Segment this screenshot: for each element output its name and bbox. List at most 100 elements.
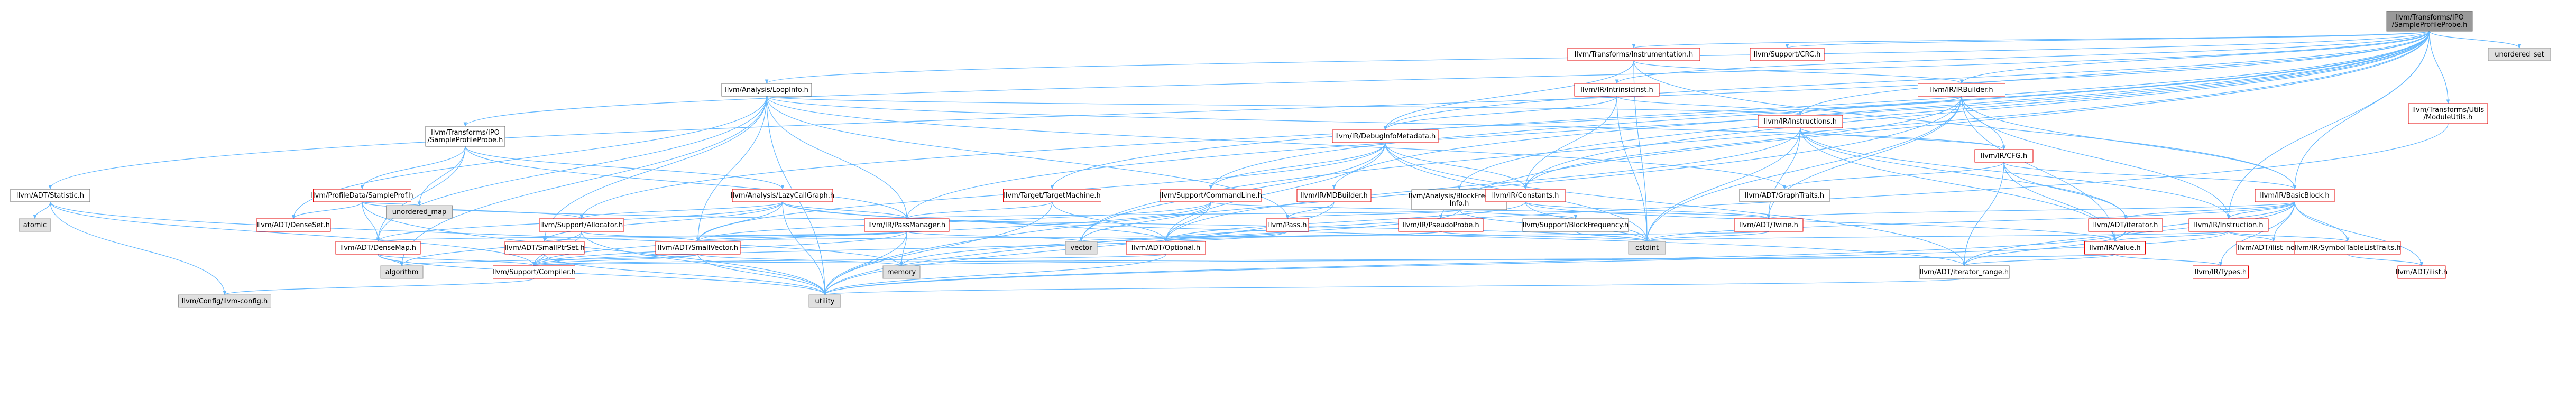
node-spp[interactable]: llvm/Transforms/IPO/SampleProfileProbe.h [425,126,505,147]
node-passmanager[interactable]: llvm/IR/PassManager.h [864,218,950,232]
node-box [864,218,950,232]
edge-basicblock-to-symtrait [2294,201,2350,242]
edge-constants-to-twine [1525,201,1771,219]
node-moduleutils[interactable]: llvm/Transforms/Utils/ModuleUtils.h [2408,103,2488,124]
node-instruction[interactable]: llvm/IR/Instruction.h [2188,218,2269,232]
node-debuginfo[interactable]: llvm/IR/DebugInfoMetadata.h [1332,129,1439,143]
edge-lazycg-to-utility [782,201,827,295]
edge-root-to-mdbuilder [1332,31,2430,190]
node-pass[interactable]: llvm/Pass.h [1266,218,1309,232]
node-box [539,218,624,232]
node-types[interactable]: llvm/IR/Types.h [2193,265,2249,279]
node-cstdint[interactable]: cstdint [1628,241,1666,255]
node-targetmachine[interactable]: llvm/Target/TargetMachine.h [1003,189,1101,202]
edge-moduleutils-to-utility [823,123,2449,295]
node-crc[interactable]: llvm/Support/CRC.h [1750,48,1825,61]
edge-cmdline-to-vector [1079,201,1211,242]
edge-root-to-debuginfo [1383,31,2430,130]
node-mdbuilder[interactable]: llvm/IR/MDBuilder.h [1296,189,1372,202]
node-statistic[interactable]: llvm/ADT/Statistic.h [10,189,90,202]
node-label: unordered_set [2495,51,2544,59]
edge-loopinfo-to-instructions [766,96,1802,116]
node-box [1974,149,2034,163]
node-label: atomic [23,221,47,229]
node-denseset[interactable]: llvm/ADT/DenseSet.h [256,218,331,232]
node-symtrait[interactable]: llvm/IR/SymbolTableListTraits.h [2294,241,2401,255]
node-profiledata[interactable]: llvm/ProfileData/SampleProf.h [311,189,413,202]
node-box [2088,218,2163,232]
node-iterrange[interactable]: llvm/ADT/iterator_range.h [1919,265,2010,279]
node-loopinfo[interactable]: llvm/Analysis/LoopInfo.h [721,83,812,97]
edge-debuginfo-to-cmdline [1209,142,1386,190]
edge-irbuilder-to-instruction [1961,96,2231,219]
edge-cmdline-to-optional [1164,201,1211,242]
edge-targetmachine-to-passmanager [905,201,1053,219]
node-pseudoprobe[interactable]: llvm/IR/PseudoProbe.h [1398,218,1484,232]
node-label: llvm/ProfileData/SampleProf.h [311,192,413,200]
node-memory[interactable]: memory [882,265,921,279]
edge-root-to-intrinsic [1615,31,2430,84]
node-label: llvm/IR/MDBuilder.h [1300,192,1368,200]
edge-spp-to-lazycg [465,146,785,190]
node-box [313,189,411,202]
node-root[interactable]: llvm/Transforms/IPO/SampleProfileProbe.h [2386,11,2473,32]
edge-twine-to-smallvector [697,231,1769,242]
node-vector[interactable]: vector [1065,241,1098,255]
node-twine[interactable]: llvm/ADT/Twine.h [1734,218,1804,232]
node-densemap[interactable]: llvm/ADT/DenseMap.h [335,241,421,255]
node-graphtraits[interactable]: llvm/ADT/GraphTraits.h [1739,189,1830,202]
edge-intrinsic-to-constants [1523,96,1617,190]
node-bfreq[interactable]: llvm/Support/BlockFrequency.h [1522,218,1629,232]
node-box [655,241,741,255]
node-uset[interactable]: unordered_set [2488,48,2551,61]
edge-instructions-to-twine [1767,127,1801,219]
node-algorithm[interactable]: algorithm [380,265,424,279]
node-label: llvm/IR/PassManager.h [868,221,945,229]
edge-basicblock-to-adtiterator [2123,201,2295,219]
edge-instruction-to-ilistnode [2228,231,2276,242]
node-adtiterator[interactable]: llvm/ADT/iterator.h [2088,218,2163,232]
node-irbuilder[interactable]: llvm/IR/IRBuilder.h [1918,83,2005,97]
node-box [732,189,833,202]
node-irCFG[interactable]: llvm/IR/CFG.h [1974,149,2034,163]
node-smallptrset[interactable]: llvm/ADT/SmallPtrSet.h [504,241,585,255]
edge-root-to-pseudoprobe [1439,31,2430,219]
edge-bfi-to-bfreq [1459,209,1578,219]
node-config[interactable]: llvm/Config/llvm-config.h [178,294,271,308]
edge-bfi-to-passmanager [905,209,1460,219]
edge-lazycg-to-smallvector [696,201,783,242]
node-basicblock[interactable]: llvm/IR/BasicBlock.h [2255,189,2335,202]
node-box [1734,218,1804,232]
node-smallvector[interactable]: llvm/ADT/SmallVector.h [655,241,741,255]
node-compiler[interactable]: llvm/Support/Compiler.h [492,265,576,279]
edge-smallvector-to-compiler [532,254,698,266]
node-ilist[interactable]: llvm/ADT/ilist.h [2396,265,2448,279]
node-optional[interactable]: llvm/ADT/Optional.h [1126,241,1206,255]
edge-root-to-uset [2429,31,2522,49]
node-allocator[interactable]: llvm/Support/Allocator.h [539,218,624,232]
node-intrinsic[interactable]: llvm/IR/IntrinsicInst.h [1574,83,1660,97]
node-utility[interactable]: utility [808,294,841,308]
node-label: llvm/Support/Compiler.h [492,268,575,276]
edge-smallptrset-to-utility [544,254,827,295]
node-lazycg[interactable]: llvm/Analysis/LazyCallGraph.h [731,189,834,202]
node-box [1758,115,1843,128]
node-constants[interactable]: llvm/IR/Constants.h [1485,189,1566,202]
node-value[interactable]: llvm/IR/Value.h [2084,241,2146,255]
edge-basicblock-to-ilistnode [2271,201,2295,242]
edge-root-to-statistic [48,31,2430,190]
node-cmdline[interactable]: llvm/Support/CommandLine.h [1160,189,1262,202]
node-instr[interactable]: llvm/Transforms/Instrumentation.h [1567,48,1700,61]
edge-densemap-to-algorithm [378,254,404,266]
edge-irbuilder-to-utility [823,96,1962,295]
node-umap[interactable]: unordered_map [386,205,453,219]
node-box [1919,265,2010,279]
node-box [1003,189,1101,202]
node-atomic[interactable]: atomic [19,218,51,232]
node-instructions[interactable]: llvm/IR/Instructions.h [1758,115,1843,128]
node-box [1628,241,1666,255]
edge-root-to-irbuilder [1959,31,2430,84]
edge-basicblock-to-types [2219,201,2295,266]
edge-root-to-bfi [1457,31,2430,190]
edge-basicblock-to-iterrange [1962,201,2295,266]
